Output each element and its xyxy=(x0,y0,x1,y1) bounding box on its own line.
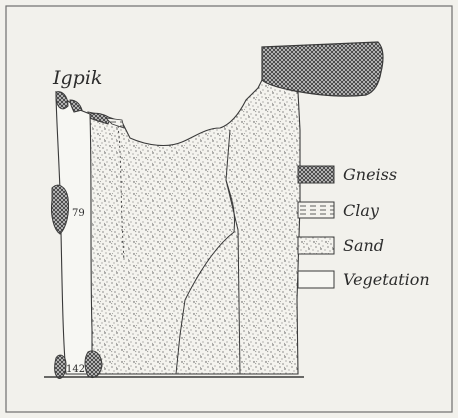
legend-swatch-vegetation xyxy=(298,271,334,288)
place-label: Igpik xyxy=(52,67,102,89)
legend-swatch-sand xyxy=(298,237,334,254)
legend-label-vegetation: Vegetation xyxy=(343,270,430,289)
elevation-label-1: 79 xyxy=(72,208,85,219)
legend-swatch-gneiss xyxy=(298,166,334,183)
legend-swatch-clay xyxy=(298,202,334,218)
legend-label-clay: Clay xyxy=(343,201,380,220)
elevation-label-2: 142 xyxy=(66,364,85,375)
legend-label-sand: Sand xyxy=(343,236,384,255)
legend: Gneiss Clay Sand Vegetation xyxy=(298,165,430,289)
legend-label-gneiss: Gneiss xyxy=(343,165,397,184)
gneiss-outcrop-coast-low-2 xyxy=(85,351,102,378)
gneiss-outcrop-coast-low xyxy=(55,355,66,378)
gneiss-outcrop-large xyxy=(262,42,383,96)
